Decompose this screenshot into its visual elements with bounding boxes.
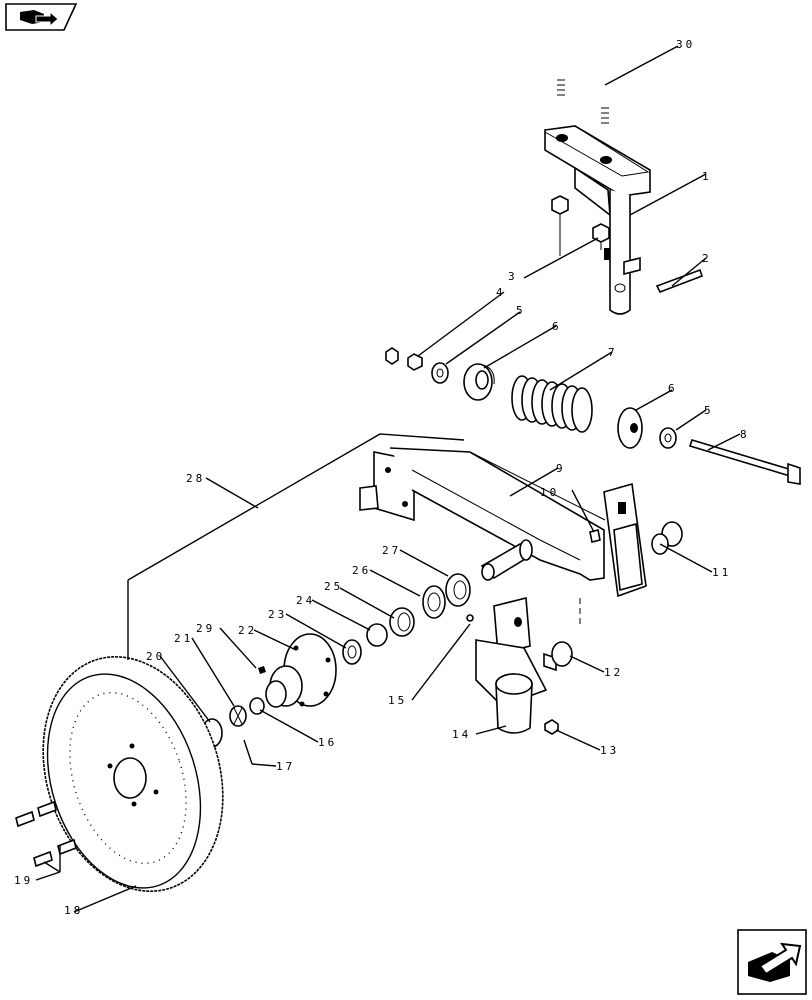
callout-20: 20 bbox=[146, 650, 165, 663]
callout-5a: 5 bbox=[516, 304, 526, 317]
bearing-27 bbox=[445, 573, 471, 607]
small-nut bbox=[544, 719, 559, 735]
arm bbox=[359, 447, 606, 581]
washer-12 bbox=[551, 641, 573, 667]
small-pin bbox=[466, 614, 474, 622]
callout-21: 21 bbox=[174, 632, 193, 645]
spring-cup-right bbox=[617, 407, 643, 449]
long-bolt bbox=[688, 439, 801, 485]
callout-8: 8 bbox=[740, 428, 750, 441]
cotter-pin bbox=[243, 739, 253, 765]
callout-12: 12 bbox=[604, 666, 623, 679]
callout-22: 22 bbox=[238, 624, 257, 637]
callout-30: 30 bbox=[676, 38, 695, 51]
callout-27: 27 bbox=[382, 544, 401, 557]
coil-spring bbox=[511, 375, 593, 433]
tube bbox=[495, 673, 533, 734]
hub bbox=[265, 633, 337, 708]
callout-14: 14 bbox=[452, 728, 471, 741]
top-nav-button[interactable] bbox=[5, 3, 78, 31]
spacer-24 bbox=[366, 623, 388, 647]
nuts bbox=[385, 347, 423, 371]
spring-cup bbox=[463, 363, 495, 401]
next-page-arrow-icon bbox=[748, 942, 802, 982]
callout-17: 17 bbox=[276, 760, 295, 773]
callout-6b: 6 bbox=[668, 382, 678, 395]
callout-3: 3 bbox=[508, 270, 518, 283]
callout-7: 7 bbox=[608, 346, 618, 359]
callout-1: 1 bbox=[702, 170, 712, 183]
washer-right bbox=[659, 427, 677, 449]
book-arrow-icon bbox=[20, 10, 59, 28]
callout-11: 11 bbox=[712, 566, 731, 579]
callout-2: 2 bbox=[702, 252, 712, 265]
leader-lines bbox=[35, 45, 741, 913]
u-bolt bbox=[557, 12, 609, 124]
callout-5b: 5 bbox=[704, 404, 714, 417]
callout-10: 10 bbox=[540, 486, 559, 499]
bearing-cone-26 bbox=[422, 585, 446, 619]
arm-end-plate bbox=[603, 482, 647, 598]
bracket-nuts bbox=[551, 195, 610, 256]
callout-6a: 6 bbox=[552, 320, 562, 333]
callout-18: 18 bbox=[64, 904, 83, 917]
callout-4: 4 bbox=[496, 286, 506, 299]
callout-19: 19 bbox=[14, 874, 33, 887]
callout-labels: 30 1 2 3 4 5 6 7 6 5 8 9 10 11 12 13 14 … bbox=[14, 38, 750, 917]
bearing-23 bbox=[342, 639, 362, 665]
callout-13: 13 bbox=[600, 744, 619, 757]
bushings bbox=[651, 521, 683, 555]
pin bbox=[655, 268, 704, 294]
disc-bolts bbox=[15, 800, 77, 868]
disc-blade bbox=[42, 656, 224, 892]
callout-28: 28 bbox=[186, 472, 205, 485]
callout-24: 24 bbox=[296, 594, 315, 607]
washer bbox=[431, 362, 449, 384]
castle-nut bbox=[229, 705, 247, 727]
callout-23: 23 bbox=[268, 608, 287, 621]
next-page-button[interactable] bbox=[737, 929, 807, 995]
bearing-cup-25 bbox=[389, 607, 415, 637]
callout-9: 9 bbox=[556, 462, 566, 475]
callout-15: 15 bbox=[388, 694, 407, 707]
zerk-29 bbox=[258, 666, 266, 674]
bracket bbox=[544, 125, 651, 315]
grease-fitting bbox=[589, 529, 601, 543]
pivot-shaft bbox=[480, 539, 533, 581]
callout-16: 16 bbox=[318, 736, 337, 749]
callout-29: 29 bbox=[196, 622, 215, 635]
callout-25: 25 bbox=[324, 580, 343, 593]
callout-26: 26 bbox=[352, 564, 371, 577]
